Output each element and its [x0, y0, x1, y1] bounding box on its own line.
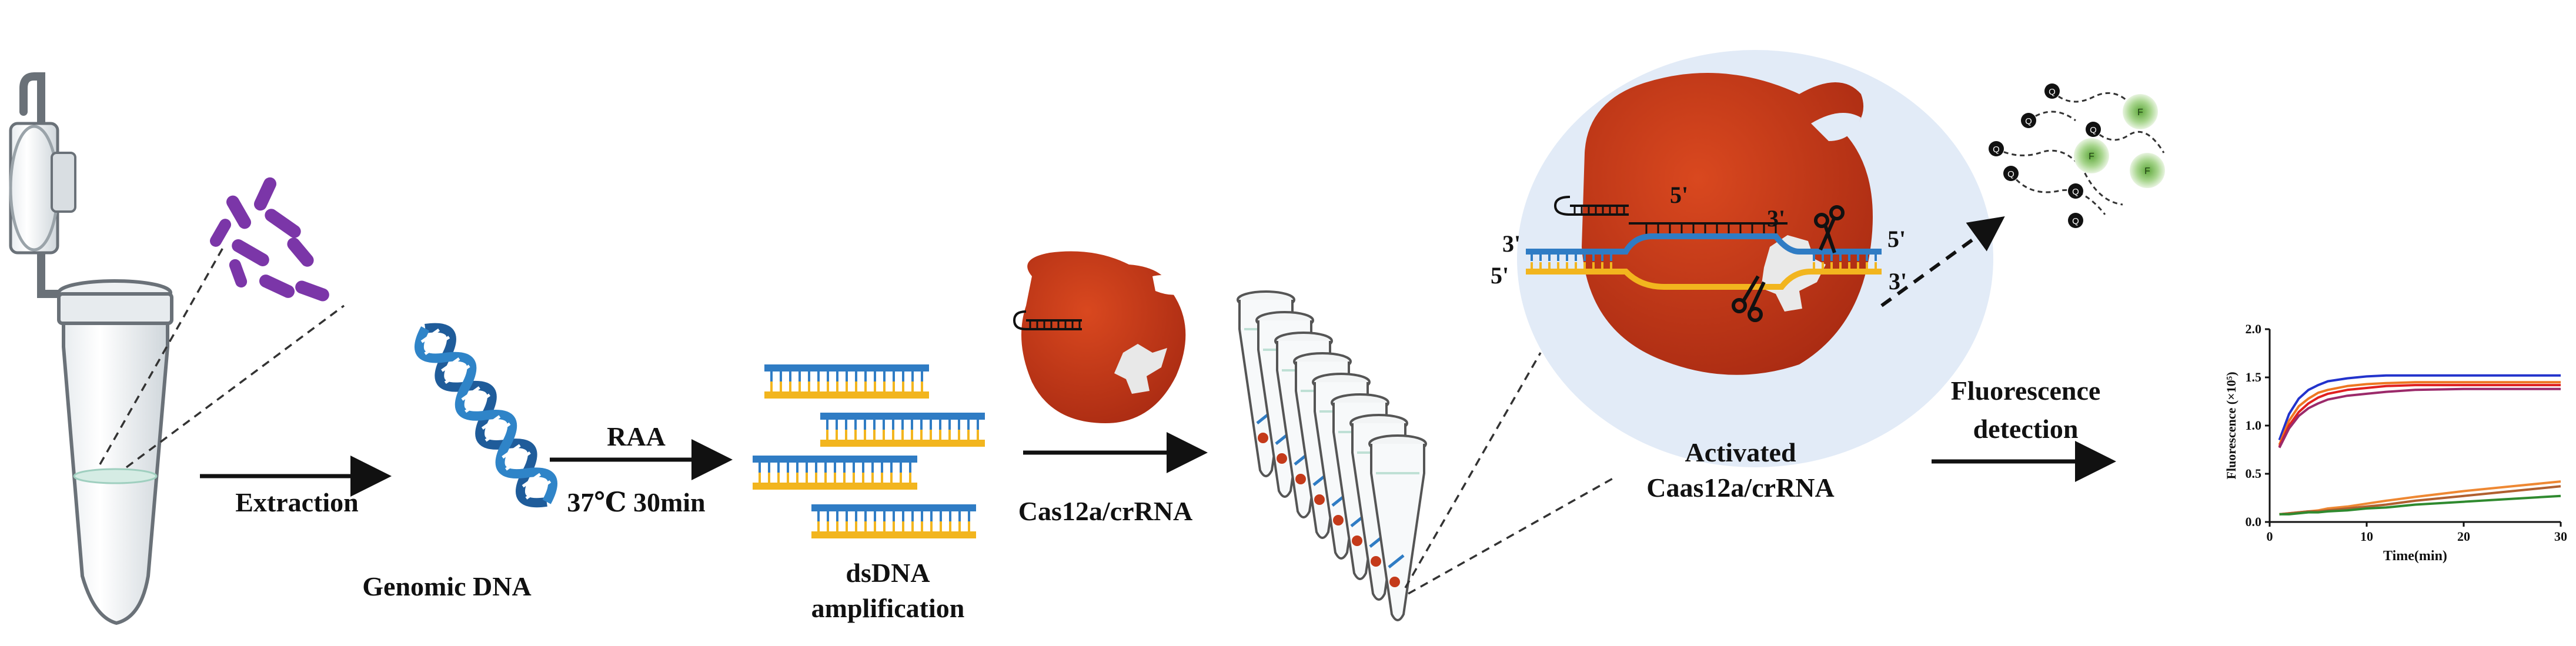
label-strand-5p-right: 5': [1887, 226, 1906, 252]
series-line-1: [2278, 374, 2561, 441]
activated-complex-bubble: 5' 3' 3' 5' 5' 3': [1491, 50, 1993, 467]
chart-axes: [2268, 329, 2561, 523]
scissors-icon: [1814, 205, 1845, 253]
arrow-cleavage: [1880, 216, 2005, 307]
reporter: Q: [2044, 83, 2136, 109]
svg-text:Q: Q: [2025, 116, 2032, 126]
x-tick-label: 10: [2360, 529, 2373, 544]
pcr-tube-strip: [1237, 290, 1427, 621]
y-tick-label: 1.5: [2246, 370, 2262, 384]
reporter: Q: [2021, 111, 2076, 128]
reporter: Q: [1989, 141, 2123, 206]
scissors-icon: [1732, 275, 1766, 322]
y-tick-label: 0.0: [2246, 514, 2262, 529]
label-strand-3p-left: 3': [1502, 230, 1521, 257]
svg-text:Q: Q: [2072, 216, 2079, 226]
svg-text:F: F: [2089, 152, 2094, 162]
series-line-3: [2278, 384, 2561, 447]
sample-tube: [9, 72, 173, 625]
svg-text:F: F: [2144, 166, 2150, 176]
svg-text:Q: Q: [2007, 169, 2014, 179]
zoom-lines-bacteria: [99, 246, 345, 468]
label-crrna-5p: 5': [1670, 182, 1688, 208]
svg-text:Q: Q: [2090, 125, 2097, 135]
y-tick-label: 0.5: [2246, 466, 2262, 481]
dna-helix-icon: [414, 323, 557, 508]
amplicon: [820, 413, 985, 447]
chart-ticks: 0 10 20 30 0.0 0.5 1.0 1.5 2.0: [2246, 322, 2568, 544]
label-genomic-dna: Genomic DNA: [362, 571, 531, 601]
x-tick-label: 30: [2554, 529, 2567, 544]
x-tick-label: 0: [2267, 529, 2273, 544]
series-line-4: [2278, 387, 2561, 448]
reporter: Q: [2003, 166, 2106, 215]
reporter-molecules: Q Q Q Q Q Q Q: [1989, 83, 2165, 228]
label-crrna-3p: 3': [1767, 205, 1785, 232]
label-raa-conditions: 37℃ 30min: [567, 487, 705, 517]
amplicon: [811, 504, 976, 538]
zoom-lines-tubes: [1404, 352, 1618, 595]
pcr-tube: [1368, 434, 1427, 621]
fluorophore: F: [2074, 138, 2109, 173]
label-fluorescence: Fluorescence: [1951, 376, 2101, 406]
y-tick-label: 1.0: [2246, 418, 2262, 433]
label-activated: Activated: [1685, 437, 1796, 467]
label-amplification: amplification: [811, 593, 965, 623]
chart-series: [2278, 374, 2561, 516]
chart-x-axis-label: Time(min): [2383, 548, 2447, 564]
svg-text:Q: Q: [2049, 87, 2056, 97]
series-line-6: [2279, 485, 2561, 516]
reporter: Q: [2086, 122, 2165, 153]
reporter: Q: [2068, 213, 2083, 228]
cas12a-protein-icon: [1013, 251, 1186, 423]
amplicon: [753, 456, 917, 490]
label-raa: RAA: [607, 421, 666, 451]
bacteria-icon: [210, 177, 329, 302]
label-extraction: Extraction: [235, 487, 359, 517]
fluorophore: F: [2130, 153, 2165, 188]
amplicon: [764, 364, 929, 399]
series-line-2: [2278, 381, 2561, 446]
x-tick-label: 20: [2457, 529, 2470, 544]
label-detection: detection: [1973, 414, 2079, 444]
svg-text:Q: Q: [2072, 187, 2079, 197]
label-cas12a: Cas12a/crRNA: [1018, 496, 1192, 526]
label-dsdna: dsDNA: [846, 558, 930, 588]
series-line-7: [2279, 494, 2561, 516]
svg-text:Q: Q: [1993, 145, 2000, 155]
label-caas12a: Caas12a/crRNA: [1646, 473, 1834, 503]
svg-text:F: F: [2137, 108, 2143, 118]
dsdna-amplicons: [753, 364, 985, 538]
chart-y-axis-label: Fluorescence (×10⁵): [2224, 371, 2238, 479]
y-tick-label: 2.0: [2246, 322, 2262, 336]
reporter: Q: [2068, 183, 2083, 199]
fluorescence-chart: 0 10 20 30 0.0 0.5 1.0 1.5 2.0 Time(min) Fluores…: [2224, 322, 2567, 564]
fluorophore: F: [2123, 94, 2158, 129]
label-strand-5p-left: 5': [1491, 262, 1509, 289]
